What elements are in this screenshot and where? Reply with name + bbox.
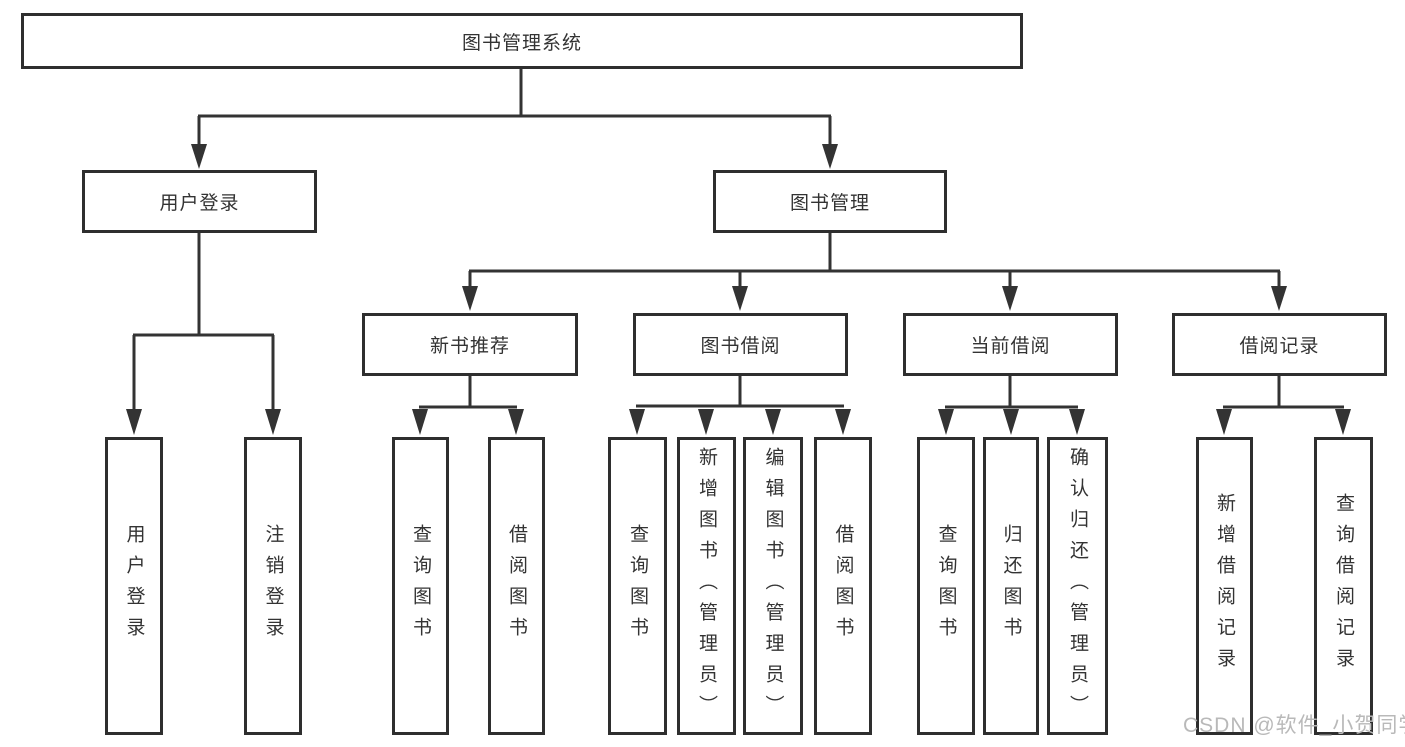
node-query-books-1: 查询图书 xyxy=(392,437,449,735)
node-logout-leaf: 注销登录 xyxy=(244,437,302,735)
node-label: 借阅记录 xyxy=(1239,336,1320,357)
node-label: 用户登录 xyxy=(159,193,240,214)
node-book-borrowing: 图书借阅 xyxy=(633,313,848,376)
node-label: 归还图书 xyxy=(1000,524,1022,648)
node-label: 注销登录 xyxy=(262,524,284,648)
node-label: 图书借阅 xyxy=(700,336,781,357)
node-user-login-leaf: 用户登录 xyxy=(105,437,163,735)
node-confirm-return-admin: 确认归还（管理员） xyxy=(1047,437,1108,735)
node-label: 新增图书（管理员） xyxy=(696,446,717,726)
node-label: 借阅图书 xyxy=(832,524,854,648)
node-return-books: 归还图书 xyxy=(983,437,1039,735)
node-user-login: 用户登录 xyxy=(82,170,317,233)
node-label: 图书管理 xyxy=(789,193,870,214)
node-label: 查询图书 xyxy=(410,524,431,648)
node-book-management: 图书管理 xyxy=(713,170,947,233)
node-label: 图书管理系统 xyxy=(461,32,582,54)
node-query-books-3: 查询图书 xyxy=(917,437,975,735)
node-label: 查询借阅记录 xyxy=(1333,493,1354,679)
node-edit-books-admin: 编辑图书（管理员） xyxy=(743,437,803,735)
node-label: 用户登录 xyxy=(123,524,145,648)
node-current-borrowing: 当前借阅 xyxy=(903,313,1118,376)
node-query-borrow-record: 查询借阅记录 xyxy=(1314,437,1373,735)
node-add-books-admin: 新增图书（管理员） xyxy=(677,437,736,735)
node-library-system: 图书管理系统 xyxy=(21,13,1023,69)
node-borrow-books-2: 借阅图书 xyxy=(814,437,872,735)
node-label: 新增借阅记录 xyxy=(1214,493,1235,679)
node-label: 编辑图书（管理员） xyxy=(762,446,784,726)
node-new-book-recommendation: 新书推荐 xyxy=(362,313,578,376)
node-label: 当前借阅 xyxy=(970,336,1051,357)
node-borrowing-records: 借阅记录 xyxy=(1172,313,1387,376)
node-label: 借阅图书 xyxy=(506,524,527,648)
node-add-borrow-record: 新增借阅记录 xyxy=(1196,437,1253,735)
node-borrow-books-1: 借阅图书 xyxy=(488,437,545,735)
node-label: 查询图书 xyxy=(935,524,957,648)
node-label: 新书推荐 xyxy=(429,336,510,357)
watermark-text: CSDN @软件_小贺同学 xyxy=(1183,714,1405,737)
node-label: 确认归还（管理员） xyxy=(1067,446,1088,726)
node-label: 查询图书 xyxy=(627,524,648,648)
node-query-books-2: 查询图书 xyxy=(608,437,667,735)
